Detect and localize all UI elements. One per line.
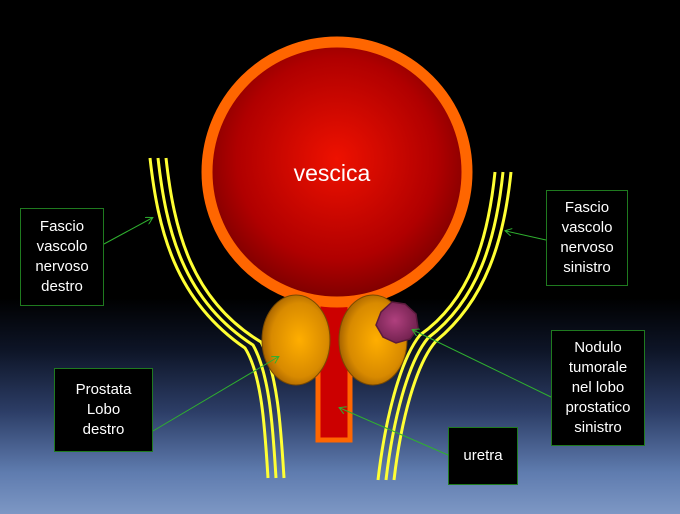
bladder-label: vescica [293, 160, 371, 186]
arrow-nodule [413, 330, 552, 398]
prostate-right-lobe-label: Prostata Lobo destro [54, 368, 153, 452]
pointer-arrows [103, 218, 552, 456]
arrow-right-lobe [152, 357, 278, 432]
arrow-urethra [340, 408, 449, 456]
arrow-left-bundle [506, 231, 547, 241]
right-neurovascular-bundle [148, 157, 286, 479]
arrow-right-bundle [103, 218, 152, 245]
left-bundle-label: Fascio vascolo nervoso sinistro [546, 190, 628, 286]
right-bundle-label: Fascio vascolo nervoso destro [20, 208, 104, 306]
urethra-label: uretra [448, 427, 518, 485]
prostate-right-lobe [261, 294, 331, 386]
bladder [201, 36, 473, 308]
nodule-label: Nodulo tumorale nel lobo prostatico sini… [551, 330, 645, 446]
